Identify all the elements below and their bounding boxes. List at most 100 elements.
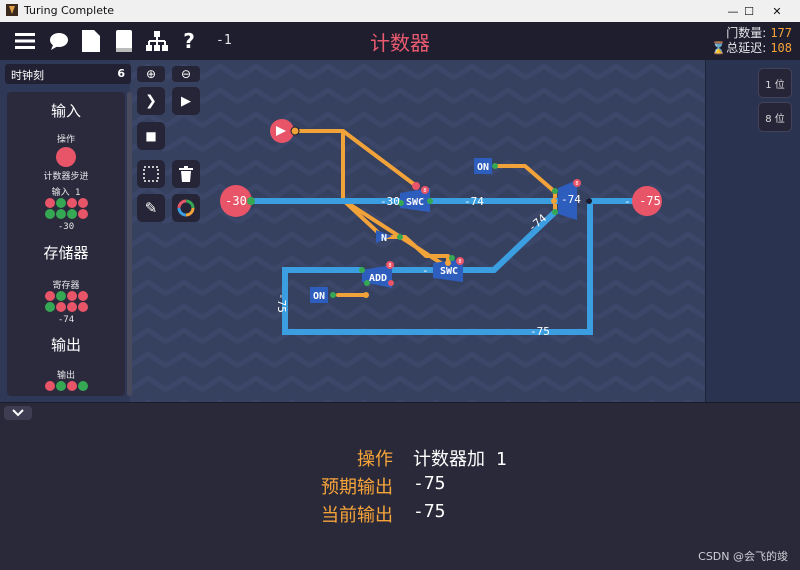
wire-label-main-mid: -74	[464, 195, 484, 208]
close-button[interactable]: ✕	[760, 0, 794, 22]
on-constant-top[interactable]: ON	[474, 158, 498, 174]
color-button[interactable]	[172, 194, 200, 222]
bit8-button[interactable]: 8 位	[758, 102, 792, 132]
play-button[interactable]: ▶	[172, 87, 200, 115]
window-titlebar: Turing Complete — ☐ ✕	[0, 0, 800, 22]
swc-top-badge	[412, 182, 420, 190]
app-icon	[6, 4, 18, 16]
level-info-panel: 操作 计数器加 1 预期输出 -75 当前输出 -75 CSDN @会飞的竣	[0, 402, 800, 570]
clock-tick-value: 6	[117, 67, 125, 80]
help-icon: ?	[183, 29, 195, 53]
expected-output-key: 预期输出	[321, 477, 393, 498]
gate-count-label: 门数量:	[726, 26, 767, 40]
output-label: 输出	[56, 371, 75, 381]
swc-top[interactable]: SWC 8	[398, 182, 433, 212]
zoom-in-button[interactable]: ⊕	[137, 66, 165, 82]
zoom-out-icon: ⊖	[180, 67, 192, 81]
book-icon	[116, 30, 132, 52]
circuit-svg: -30 -75 SWC 8 SWC	[130, 60, 705, 402]
not-gate[interactable]: N	[376, 230, 403, 244]
circuit-canvas[interactable]: -30 -75 SWC 8 SWC	[130, 60, 705, 402]
close-icon: ✕	[772, 4, 782, 18]
bit1-button[interactable]: 1 位	[758, 68, 792, 98]
current-output-key: 当前输出	[321, 505, 393, 526]
window-title: Turing Complete	[24, 4, 115, 17]
wire-label-out-right: -	[624, 195, 631, 208]
swc-top-label: SWC	[406, 197, 424, 208]
wire-label-add-out: -	[422, 264, 429, 277]
step-icon: ❯	[145, 93, 157, 109]
wire-label-loop-bottom: -75	[530, 325, 550, 338]
info-row-current: 当前输出 -75	[0, 501, 800, 526]
swc-bottom[interactable]: SWC 8	[433, 255, 464, 282]
section-input: 输入	[50, 102, 81, 120]
operation-key: 操作	[357, 449, 393, 470]
pin-output-value: -75	[639, 194, 661, 208]
stop-icon: ■	[145, 129, 157, 143]
expected-output-value: -75	[413, 473, 446, 494]
document-button[interactable]	[80, 30, 102, 52]
chat-button[interactable]	[48, 30, 70, 52]
op-label: 操作	[56, 135, 75, 145]
section-output: 输出	[50, 336, 81, 354]
trash-icon	[179, 166, 193, 182]
not-label: N	[381, 233, 387, 244]
add-label: ADD	[369, 273, 387, 284]
maximize-icon: ☐	[744, 4, 754, 18]
on-top-label: ON	[477, 162, 489, 173]
collapse-button[interactable]	[4, 406, 32, 420]
add-badge-text: 8	[388, 263, 391, 269]
input1-label: 输入 1	[51, 188, 81, 198]
swc-bottom-badge-text: 8	[458, 259, 461, 265]
help-button[interactable]: ?	[178, 29, 200, 53]
menu-button[interactable]	[14, 30, 36, 52]
delete-button[interactable]	[172, 160, 200, 188]
gate-count-value: 177	[770, 26, 792, 40]
input1-pins[interactable]	[45, 198, 88, 219]
clock-tick-row: 时钟刻 6	[5, 64, 131, 84]
on-constant-bottom[interactable]: ON	[310, 287, 336, 303]
section-storage: 存储器	[43, 244, 89, 262]
wire-feedback-loop	[282, 198, 593, 335]
minimize-button[interactable]: —	[716, 0, 750, 22]
add-component[interactable]: ADD 8	[359, 261, 394, 298]
clock-tick-label: 时钟刻	[11, 69, 44, 82]
wire-label-out-mid: -74	[561, 193, 581, 206]
delay-row: ⌛总延迟:108	[711, 41, 792, 56]
pin-input-value: -30	[225, 194, 247, 208]
mux-right[interactable]: 8	[551, 179, 592, 220]
game-toolbar: ? -1 计数器 门数量:177 ⌛总延迟:108	[0, 22, 800, 60]
pencil-icon: ✎	[144, 199, 158, 217]
hierarchy-icon	[146, 31, 168, 51]
pencil-button[interactable]: ✎	[137, 194, 165, 222]
stop-button[interactable]: ■	[137, 122, 165, 150]
menu-icon	[15, 33, 35, 49]
right-panel: 1 位 8 位	[705, 60, 800, 402]
palette-list[interactable]: 输入 操作 计数器步进 输入 1 -30 存储器 寄存器 -74 输出 输出	[7, 92, 125, 396]
select-button[interactable]	[137, 160, 165, 188]
register-label: 寄存器	[52, 281, 80, 291]
pin-output[interactable]: -75	[632, 186, 662, 216]
clock-icon	[276, 126, 286, 136]
component-palette: 时钟刻 6 输入 操作 计数器步进 输入 1 -30 存储器 寄存器 -74 输…	[5, 64, 132, 400]
output-pins[interactable]	[45, 381, 88, 391]
pin-input[interactable]: -30	[220, 185, 255, 217]
selection-icon	[143, 166, 159, 182]
book-button[interactable]	[113, 30, 135, 52]
swc-bottom-label: SWC	[440, 266, 458, 277]
op-sublabel: 计数器步进	[43, 172, 89, 182]
gate-count-row: 门数量:177	[711, 26, 792, 41]
pin-clock[interactable]	[270, 119, 300, 143]
workspace: -30 -75 SWC 8 SWC	[0, 60, 800, 402]
mux-badge-text: 8	[575, 181, 578, 187]
op-pin-icon[interactable]	[55, 146, 77, 168]
maximize-button[interactable]: ☐	[732, 0, 766, 22]
current-output-value: -75	[413, 501, 446, 522]
delay-label: 总延迟:	[726, 41, 767, 55]
watermark: CSDN @会飞的竣	[698, 550, 788, 563]
palette-scrollbar[interactable]	[127, 92, 132, 396]
step-button[interactable]: ❯	[137, 87, 165, 115]
register-pins[interactable]	[45, 291, 88, 312]
hierarchy-button[interactable]	[146, 30, 168, 52]
zoom-out-button[interactable]: ⊖	[172, 66, 200, 82]
